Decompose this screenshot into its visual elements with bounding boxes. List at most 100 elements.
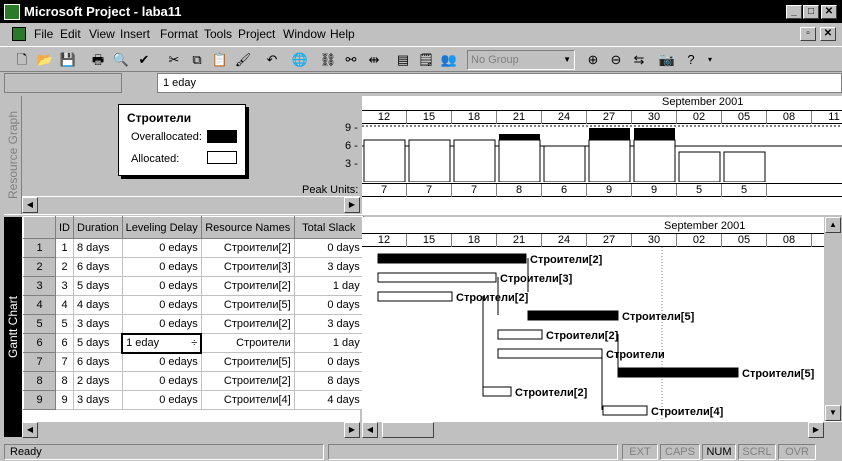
cell-resource-names[interactable]: Строители[2] (200, 276, 295, 296)
minimize-button[interactable]: _ (786, 5, 802, 19)
menu-file[interactable]: File (34, 27, 54, 41)
row-number[interactable]: 4 (23, 295, 56, 315)
cell-leveling-delay[interactable]: 1 eday ÷ (121, 332, 203, 354)
copy-picture-icon[interactable]: 📷 (658, 52, 676, 67)
menu-insert[interactable]: Insert (120, 27, 151, 41)
cell-leveling-delay[interactable]: 0 edays (121, 390, 202, 410)
cell-leveling-delay[interactable]: 0 edays (121, 295, 202, 315)
spinner-icon[interactable]: ÷ (191, 337, 198, 349)
document-icon[interactable] (12, 27, 26, 41)
save-icon[interactable]: 💾 (59, 52, 77, 67)
row-number[interactable]: 9 (23, 390, 56, 410)
scroll-left-icon[interactable]: ◀ (22, 422, 38, 438)
assign-resources-icon[interactable]: 👥 (440, 52, 458, 67)
col-total-slack[interactable]: Total Slack (293, 216, 364, 239)
scroll-up-icon[interactable]: ▲ (825, 217, 841, 233)
unlink-tasks-icon[interactable]: ⚯ (345, 52, 357, 67)
gantt-vscroll[interactable]: ▲ ▼ (824, 217, 842, 421)
web-icon[interactable]: 🌐 (291, 52, 309, 67)
cell-total-slack[interactable]: 0 days (293, 295, 364, 315)
select-all-header[interactable] (23, 216, 56, 239)
menu-project[interactable]: Project (238, 27, 276, 41)
cell-id[interactable]: 6 (55, 333, 74, 353)
format-painter-icon[interactable]: 🖌 (234, 52, 252, 67)
scroll-down-icon[interactable]: ▼ (825, 405, 841, 421)
cell-duration[interactable]: 6 days (73, 257, 123, 277)
row-number[interactable]: 7 (23, 352, 56, 372)
cell-duration[interactable]: 4 days (73, 295, 123, 315)
new-icon[interactable]: 🗋 (16, 52, 28, 67)
cell-duration[interactable]: 3 days (73, 314, 123, 334)
cell-leveling-delay[interactable]: 0 edays (121, 314, 202, 334)
entry-field[interactable]: 1 eday (157, 73, 842, 93)
col-duration[interactable]: Duration (73, 216, 123, 239)
zoom-out-icon[interactable]: ⊖ (610, 52, 622, 67)
cell-resource-names[interactable]: Строители[2] (200, 314, 295, 334)
task-notes-icon[interactable]: 🗒 (417, 52, 435, 67)
row-number[interactable]: 1 (23, 238, 56, 258)
goto-task-icon[interactable]: ⇆ (633, 52, 645, 67)
cell-leveling-delay[interactable]: 0 edays (121, 352, 202, 372)
cell-duration[interactable]: 2 days (73, 371, 123, 391)
cell-total-slack[interactable]: 8 days (293, 371, 364, 391)
cell-leveling-delay[interactable]: 0 edays (121, 257, 202, 277)
cell-leveling-delay[interactable]: 0 edays (121, 276, 202, 296)
cell-id[interactable]: 2 (55, 257, 74, 277)
zoom-in-icon[interactable]: ⊕ (587, 52, 599, 67)
scroll-right-icon[interactable]: ▶ (344, 422, 360, 438)
cell-resource-names[interactable]: Строители[5] (200, 352, 295, 372)
cut-icon[interactable]: ✂ (168, 52, 180, 67)
leveling-delay-editor[interactable]: 1 eday (126, 337, 160, 349)
open-icon[interactable]: 📂 (36, 52, 54, 67)
col-leveling-delay[interactable]: Leveling Delay (121, 216, 202, 239)
cell-total-slack[interactable]: 0 days (293, 238, 364, 258)
resource-left-hscroll[interactable]: ◀ ▶ (22, 196, 360, 213)
col-id[interactable]: ID (55, 216, 74, 239)
toolbar-options-icon[interactable]: ▾ (707, 55, 712, 64)
app-icon[interactable] (4, 4, 20, 20)
cell-resource-names[interactable]: Строители[2] (200, 371, 295, 391)
cell-leveling-delay[interactable]: 0 edays (121, 371, 202, 391)
cell-total-slack[interactable]: 1 day (293, 333, 364, 353)
maximize-button[interactable]: □ (803, 5, 819, 19)
copy-icon[interactable]: ⧉ (192, 52, 202, 67)
paste-icon[interactable]: 📋 (211, 52, 229, 67)
doc-restore-button[interactable]: ▫ (800, 27, 816, 41)
scroll-left-icon[interactable]: ◀ (362, 422, 378, 438)
link-tasks-icon[interactable]: ⛓ (319, 52, 337, 67)
menu-edit[interactable]: Edit (60, 27, 81, 41)
cell-total-slack[interactable]: 4 days (293, 390, 364, 410)
cell-id[interactable]: 1 (55, 238, 74, 258)
scroll-right-icon[interactable]: ▶ (808, 422, 824, 438)
cell-duration[interactable]: 5 days (73, 333, 123, 353)
spelling-icon[interactable]: ✔ (138, 52, 150, 67)
cell-resource-names[interactable]: Строители[4] (200, 390, 295, 410)
menu-help[interactable]: Help (330, 27, 355, 41)
row-number[interactable]: 5 (23, 314, 56, 334)
task-info-icon[interactable]: ▤ (396, 52, 410, 67)
menu-tools[interactable]: Tools (204, 27, 233, 41)
cell-id[interactable]: 8 (55, 371, 74, 391)
print-icon[interactable]: 🖶 (91, 52, 105, 67)
print-preview-icon[interactable]: 🔍 (112, 52, 130, 67)
row-number[interactable]: 3 (23, 276, 56, 296)
menu-window[interactable]: Window (283, 27, 326, 41)
cell-id[interactable]: 9 (55, 390, 74, 410)
cell-id[interactable]: 4 (55, 295, 74, 315)
cell-total-slack[interactable]: 0 days (293, 352, 364, 372)
menu-view[interactable]: View (89, 27, 115, 41)
scroll-thumb[interactable] (382, 422, 434, 438)
cell-duration[interactable]: 8 days (73, 238, 123, 258)
cell-id[interactable]: 7 (55, 352, 74, 372)
cell-total-slack[interactable]: 3 days (293, 314, 364, 334)
undo-icon[interactable]: ↶ (266, 52, 278, 67)
scroll-right-icon[interactable]: ▶ (344, 197, 360, 213)
